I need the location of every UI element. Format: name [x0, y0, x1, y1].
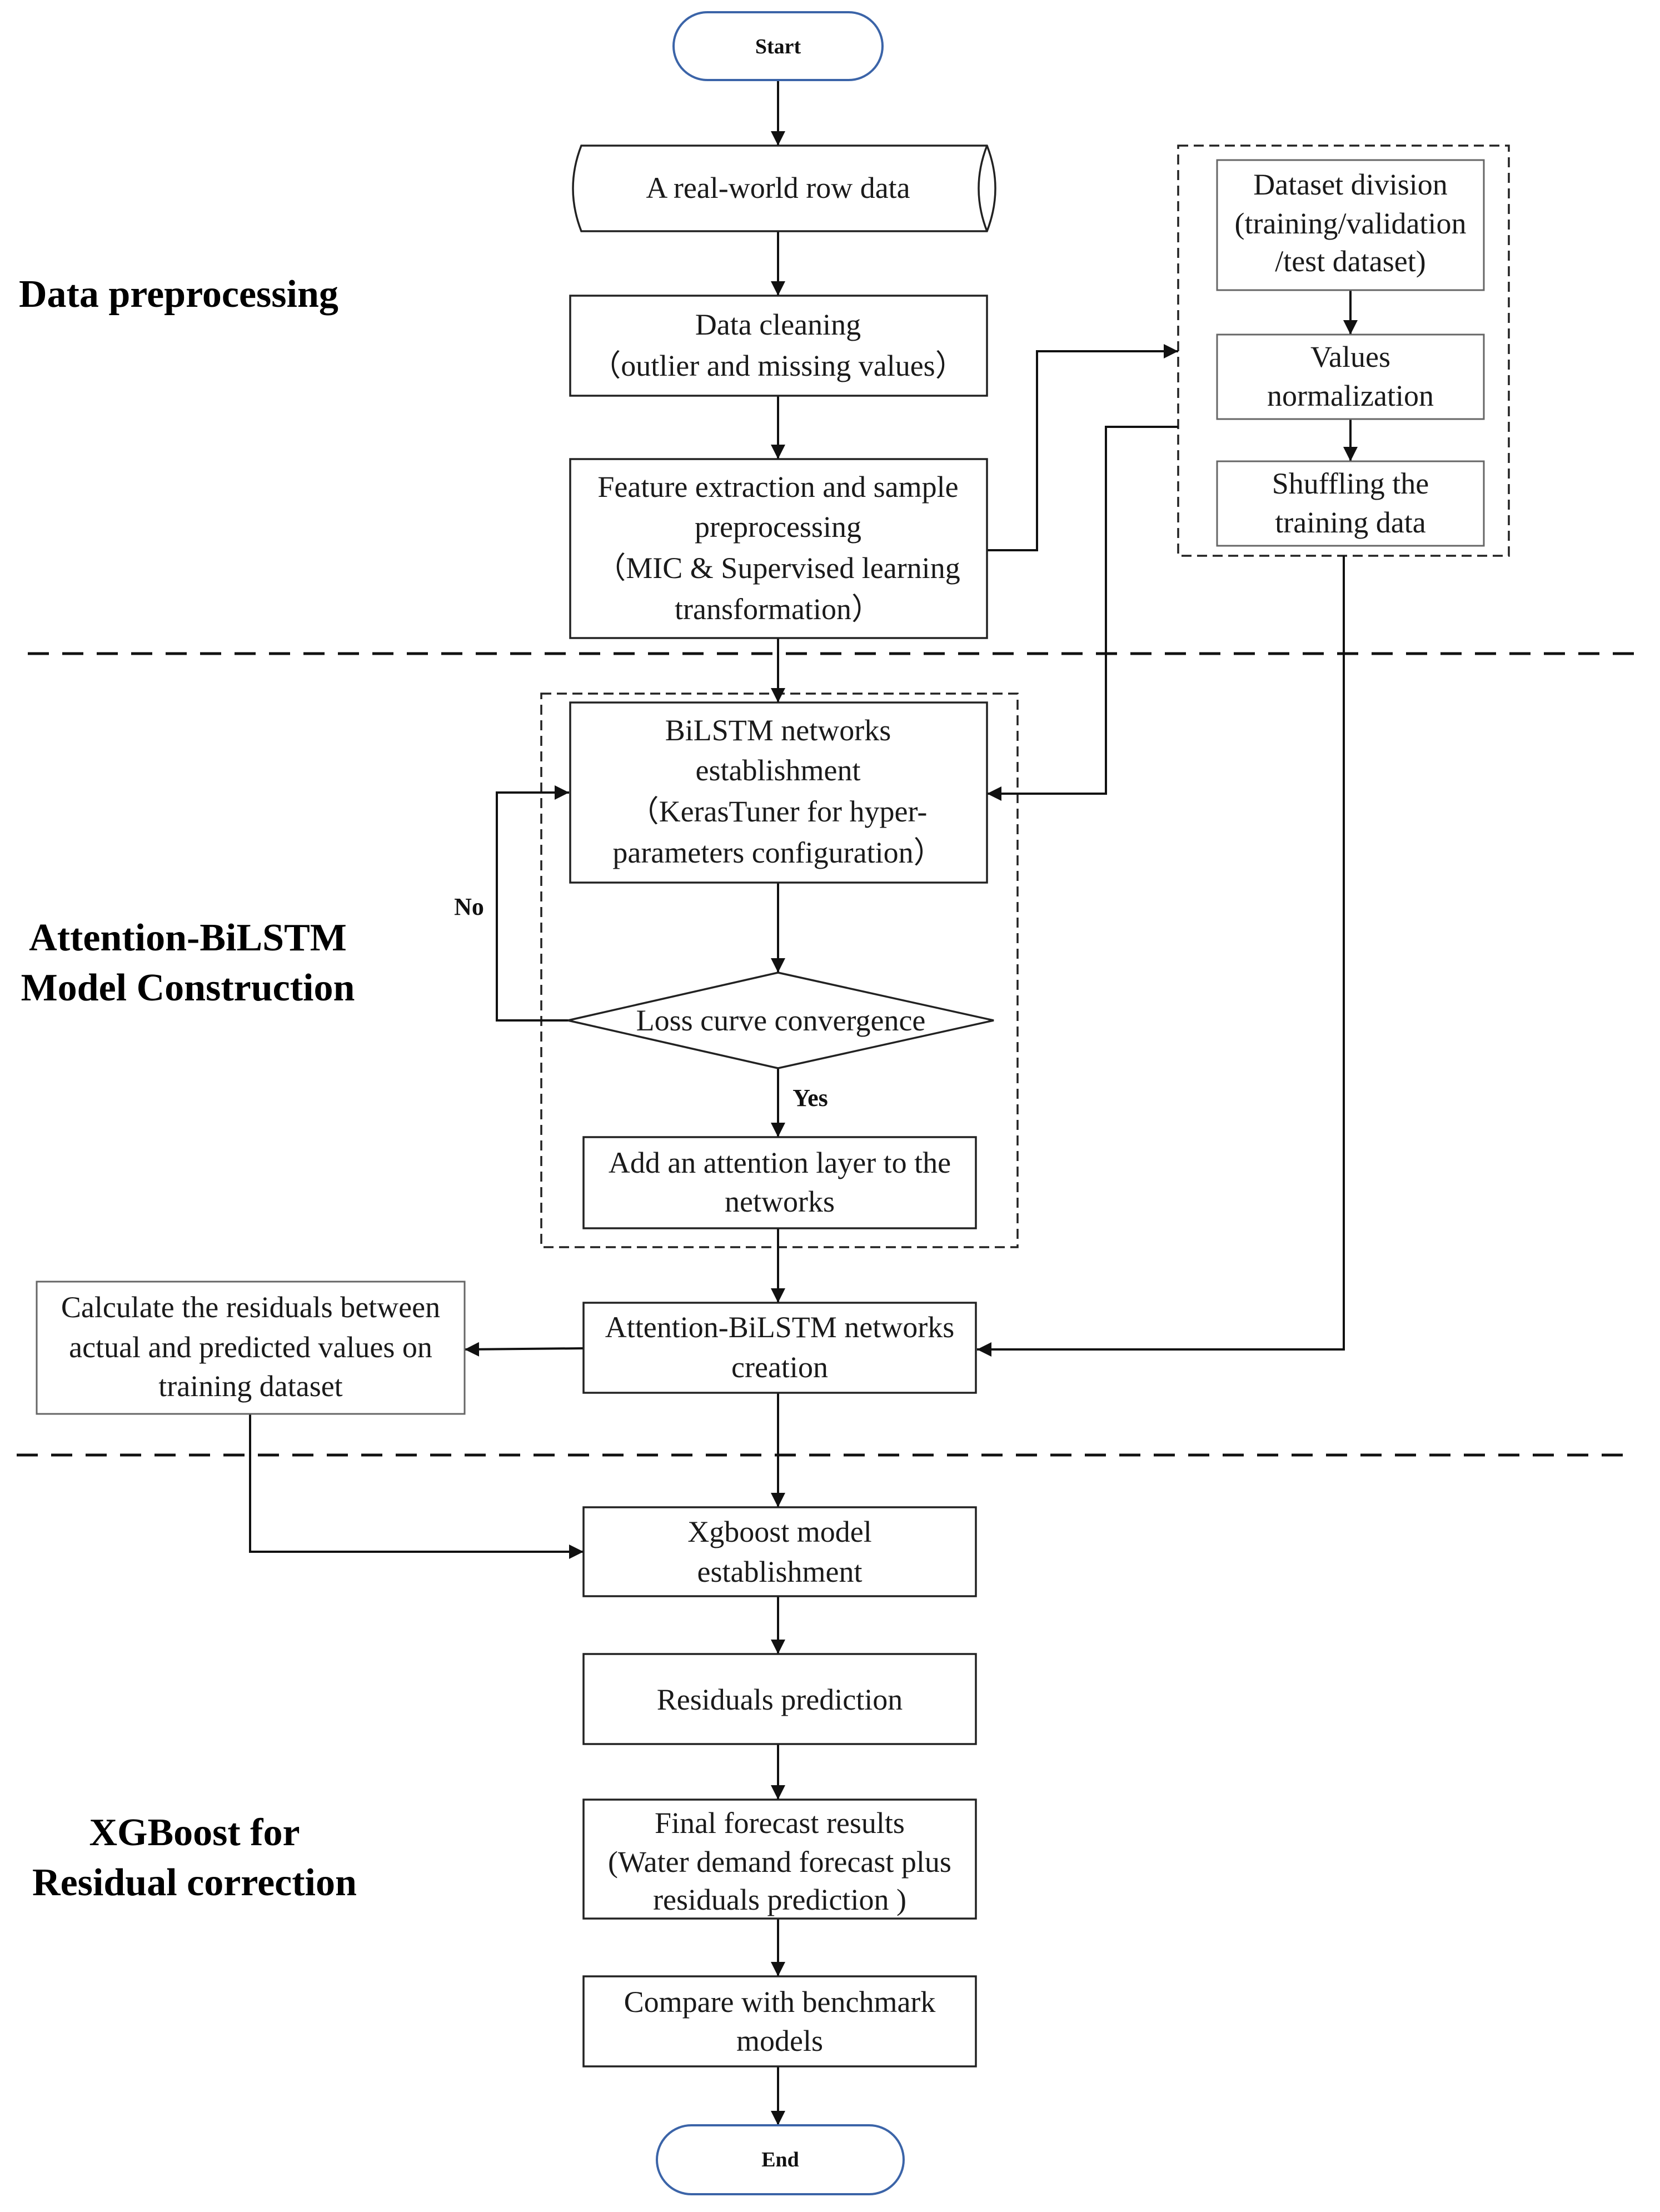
- final-forecast-line1: Final forecast results: [655, 1806, 905, 1840]
- attention-layer-box: [582, 1136, 977, 1229]
- branch-yes-label: Yes: [792, 1084, 828, 1112]
- feature-extraction-line3: （MIC & Supervised learning: [596, 551, 960, 585]
- section-label-xgboost-line1: XGBoost for: [89, 1811, 300, 1854]
- dataset-division-line1: Dataset division: [1253, 168, 1447, 201]
- shuffle-line2: training data: [1275, 506, 1425, 539]
- convergence-decision: [567, 972, 994, 1069]
- edge-feature-to-dataset-group: [987, 344, 1178, 551]
- start-label: Start: [755, 35, 801, 58]
- residuals-calc-line2: actual and predicted values on: [69, 1331, 432, 1364]
- attention-bilstm-creation-line2: creation: [731, 1351, 828, 1384]
- bilstm-line4: parameters configuration）: [612, 836, 943, 869]
- bilstm-line3: （KerasTuner for hyper-: [629, 795, 928, 828]
- section-label-xgboost-line2: Residual correction: [32, 1861, 357, 1904]
- residuals-calc-box: [36, 1281, 466, 1415]
- xgboost-model-line1: Xgboost model: [687, 1515, 872, 1548]
- normalization-box: [1216, 333, 1485, 420]
- bilstm-line1: BiLSTM networks: [665, 714, 891, 747]
- data-cleaning-line1: Data cleaning: [695, 308, 861, 341]
- normalization-line1: Values: [1310, 340, 1390, 373]
- shuffle-line1: Shuffling the: [1272, 467, 1429, 500]
- attention-bilstm-creation-line1: Attention-BiLSTM networks: [605, 1311, 954, 1344]
- compare-benchmark-box: [582, 1975, 977, 2067]
- raw-data-cylinder: [572, 145, 996, 232]
- dataset-division-line2: (training/validation: [1235, 207, 1467, 240]
- compare-benchmark-line1: Compare with benchmark: [624, 1985, 936, 2019]
- feature-extraction-line1: Feature extraction and sample: [597, 470, 958, 504]
- residuals-calc-line3: training dataset: [158, 1369, 342, 1403]
- start-terminal: [672, 11, 884, 81]
- bilstm-box: [569, 701, 988, 884]
- edge-creation-to-residuals-calc: [464, 1342, 584, 1357]
- final-forecast-line3: residuals prediction ): [653, 1883, 906, 1916]
- branch-no-label: No: [454, 893, 484, 920]
- feature-extraction-line4: transformation）: [675, 592, 881, 626]
- section-label-data-preprocessing: Data preprocessing: [19, 273, 338, 316]
- attention-layer-line1: Add an attention layer to the: [609, 1146, 951, 1179]
- convergence-label: Loss curve convergence: [636, 1004, 926, 1037]
- dataset-division-box: [1216, 159, 1485, 291]
- xgboost-model-box: [582, 1506, 977, 1597]
- feature-extraction-line2: preprocessing: [695, 510, 861, 544]
- end-label: End: [761, 2148, 799, 2171]
- normalization-line2: normalization: [1267, 379, 1434, 412]
- final-forecast-box: [582, 1799, 977, 1920]
- edge-residuals-calc-to-xgboost: [249, 1414, 584, 1559]
- residuals-prediction-box: [582, 1653, 977, 1745]
- feature-extraction-box: [569, 458, 988, 639]
- compare-benchmark-line2: models: [736, 2024, 823, 2057]
- attention-layer-line2: networks: [725, 1185, 835, 1218]
- edge-dataset-group-to-bilstm: [987, 426, 1178, 801]
- section-label-attention-line2: Model Construction: [21, 966, 355, 1009]
- residuals-prediction-label: Residuals prediction: [657, 1683, 903, 1716]
- edge-convergence-no-loop: [496, 785, 569, 1022]
- dataset-division-line3: /test dataset): [1275, 245, 1425, 278]
- raw-data-label: A real-world row data: [646, 171, 910, 205]
- xgboost-model-line2: establishment: [697, 1555, 863, 1588]
- bilstm-line2: establishment: [696, 754, 861, 787]
- edge-dataset-group-to-creation: [977, 556, 1345, 1357]
- data-cleaning-line2: （outlier and missing values）: [591, 349, 965, 382]
- end-terminal: [656, 2124, 905, 2195]
- shuffle-box: [1216, 460, 1485, 547]
- residuals-calc-line1: Calculate the residuals between: [61, 1291, 440, 1324]
- attention-bilstm-creation-box: [582, 1302, 977, 1394]
- final-forecast-line2: (Water demand forecast plus: [608, 1845, 951, 1879]
- data-cleaning-box: [569, 295, 988, 397]
- section-label-attention-line1: Attention-BiLSTM: [29, 916, 347, 959]
